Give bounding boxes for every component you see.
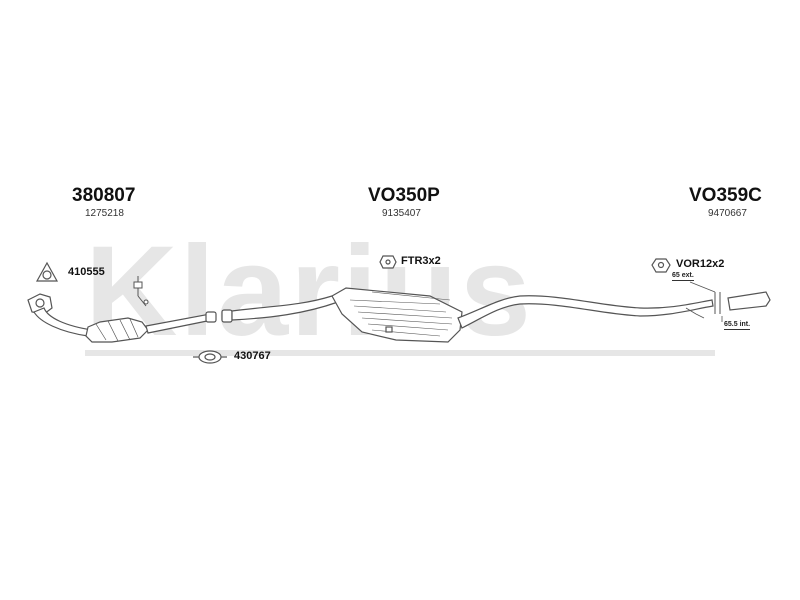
oem-code-centre-silencer: 9135407	[382, 208, 421, 219]
callout-ftr-mount: FTR3x2	[401, 255, 441, 267]
gasket-flange-icon	[35, 261, 59, 282]
vor-mount-icon	[651, 258, 671, 273]
catalytic-converter-assembly	[33, 307, 217, 343]
watermark-logo: Klarius	[85, 220, 715, 363]
dimension-internal: 65.5 int.	[724, 321, 751, 330]
rear-pipe-assembly	[457, 291, 771, 329]
lambda-sensor	[133, 276, 149, 307]
oem-code-rear-silencer: 9470667	[708, 208, 747, 219]
callout-clamp: 430767	[234, 350, 271, 362]
part-code-downpipe: 380807	[72, 185, 136, 206]
part-code-rear-silencer: VO359C	[689, 185, 762, 206]
ftr-mount-icon	[379, 255, 397, 269]
dimension-leaders	[689, 281, 723, 322]
part-code-centre-silencer: VO350P	[368, 185, 440, 206]
watermark-underline	[85, 350, 715, 356]
callout-vor-mount: VOR12x2	[676, 258, 725, 270]
callout-gasket-flange: 410555	[68, 266, 105, 278]
dimension-external: 65 ext.	[672, 272, 694, 281]
front-flange	[27, 293, 53, 315]
oem-code-downpipe: 1275218	[85, 208, 124, 219]
clamp-icon	[193, 350, 227, 364]
watermark-text: Klarius	[85, 220, 533, 363]
centre-silencer-assembly	[221, 287, 463, 343]
